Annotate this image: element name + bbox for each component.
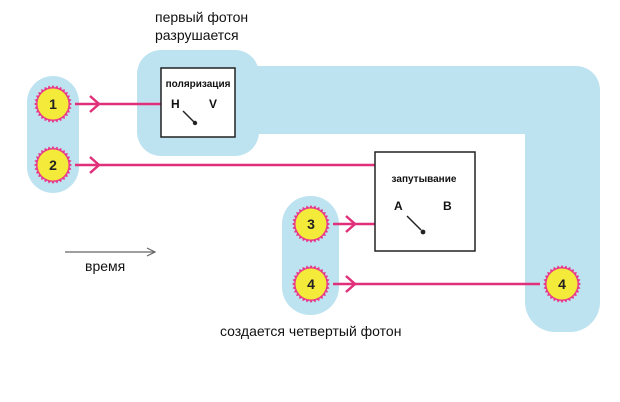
caption-fourth-photon: создается четвертый фотон [220, 323, 401, 339]
caption-time: время [85, 258, 125, 274]
polarization-box-title: поляризация [166, 79, 231, 90]
photon-disc [295, 268, 327, 300]
polarization-pivot [192, 120, 198, 126]
entanglement-pointer [406, 215, 422, 231]
beams [75, 95, 540, 293]
photon-4b: 4 [543, 265, 581, 303]
beam-4-arrowhead [345, 275, 357, 293]
photon-label: 1 [49, 96, 57, 112]
photon-label: 4 [558, 276, 566, 292]
beam-2-arrowhead [89, 156, 101, 174]
polarization-pointer [182, 110, 195, 123]
entanglement-a-label: A [394, 199, 403, 213]
entanglement-box-title: запутывание [392, 174, 457, 185]
photon-disc [37, 149, 69, 181]
photon-1: 1 [34, 85, 72, 123]
polarization-v-label: V [209, 97, 217, 111]
top-band-highlight [160, 66, 600, 134]
polarization-h-label: H [171, 97, 180, 111]
time-arrow-head [146, 247, 157, 257]
photon-label: 4 [307, 276, 315, 292]
photon-disc [546, 268, 578, 300]
photon-2: 2 [34, 146, 72, 184]
time-arrow [65, 247, 157, 257]
photons: 1 2 3 4 4 [34, 85, 581, 303]
entanglement-b-label: B [443, 199, 452, 213]
polarization-box: поляризация H V [160, 67, 236, 138]
beam-1-arrowhead [89, 95, 101, 113]
photon-disc [37, 88, 69, 120]
caption-first-photon-line2: разрушается [155, 27, 239, 43]
photon-label: 2 [49, 157, 57, 173]
photon-4: 4 [292, 265, 330, 303]
photon-disc [295, 208, 327, 240]
photon-3: 3 [292, 205, 330, 243]
right-band-highlight [525, 66, 600, 332]
photon-label: 3 [307, 216, 315, 232]
caption-first-photon-line1: первый фотон [155, 9, 248, 25]
beam-3-arrowhead [345, 215, 357, 233]
entanglement-pivot [420, 229, 426, 235]
entanglement-box: запутывание A B [374, 151, 476, 252]
